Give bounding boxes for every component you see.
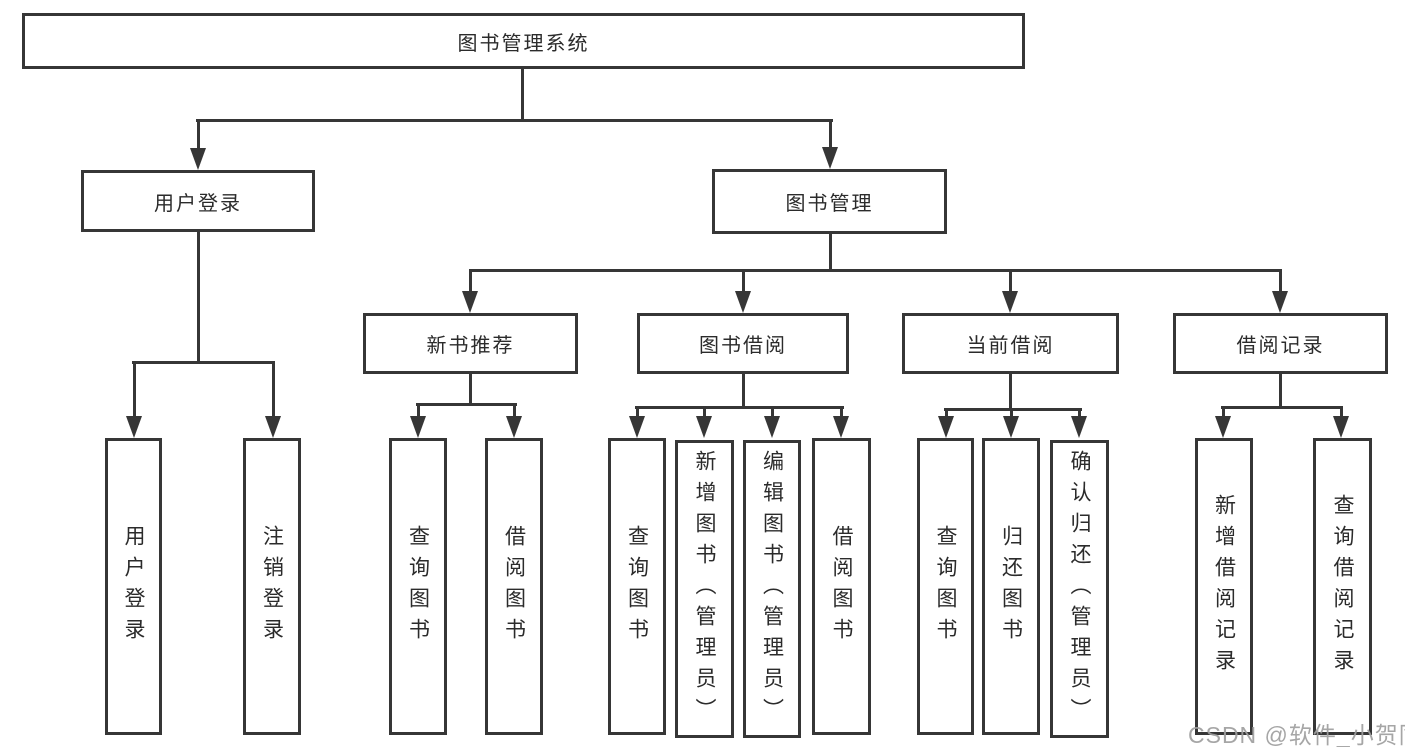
leaf-cb-confirm-return-label: 确认归还（管理员） [1068, 449, 1091, 729]
arrow-down-icon [462, 291, 478, 313]
leaf-bb-query-books: 查询图书 [608, 438, 666, 735]
connector-drop-book-borrow [742, 269, 745, 294]
connector-drop-bb-borrow [840, 406, 843, 418]
leaf-user-login: 用户登录 [105, 438, 162, 735]
leaf-br-query-record-label: 查询借阅记录 [1331, 493, 1354, 680]
leaf-logout-label: 注销登录 [260, 524, 284, 649]
connector-cb-rail [944, 408, 1082, 411]
arrow-down-icon [190, 148, 206, 170]
connector-drop-bb-query [636, 406, 639, 418]
leaf-cb-query-books-label: 查询图书 [934, 524, 957, 649]
connector-rec-rail [416, 403, 517, 406]
arrow-down-icon [938, 416, 954, 438]
connector-drop-current-borrow [1009, 269, 1012, 294]
leaf-rec-query-books: 查询图书 [389, 438, 447, 735]
arrow-down-icon [1071, 416, 1087, 438]
leaf-br-add-record-label: 新增借阅记录 [1212, 493, 1236, 680]
leaf-bb-add-books: 新增图书（管理员） [675, 440, 734, 738]
arrow-down-icon [833, 416, 849, 438]
node-book-borrow: 图书借阅 [637, 313, 849, 374]
connector-rec-stem [469, 373, 472, 406]
node-book-borrow-label: 图书借阅 [699, 335, 787, 357]
node-root: 图书管理系统 [22, 13, 1025, 69]
connector-drop-br-query [1340, 406, 1343, 418]
arrow-down-icon [629, 416, 645, 438]
arrow-down-icon [265, 416, 281, 438]
connector-drop-bb-edit [771, 406, 774, 418]
arrow-down-icon [410, 416, 426, 438]
arrow-down-icon [506, 416, 522, 438]
leaf-br-query-record: 查询借阅记录 [1313, 438, 1372, 735]
node-current-borrow-label: 当前借阅 [966, 335, 1055, 357]
node-current-borrow: 当前借阅 [902, 313, 1119, 374]
connector-cb-stem [1009, 373, 1012, 410]
node-book-mgmt-label: 图书管理 [785, 193, 874, 215]
connector-bb-rail [635, 406, 844, 409]
connector-drop-book-mgmt [829, 119, 832, 150]
leaf-bb-edit-books-label: 编辑图书（管理员） [760, 449, 784, 729]
connector-drop-user-login [197, 119, 200, 151]
connector-drop-cb-query [945, 408, 948, 418]
connector-drop-br-add [1222, 406, 1225, 418]
leaf-rec-borrow-books: 借阅图书 [485, 438, 543, 735]
connector-root-rail [196, 119, 833, 122]
node-new-book-rec: 新书推荐 [363, 313, 578, 374]
connector-br-rail [1221, 406, 1343, 409]
leaf-cb-return-books-label: 归还图书 [999, 524, 1023, 649]
leaf-logout: 注销登录 [243, 438, 301, 735]
leaf-cb-return-books: 归还图书 [982, 438, 1040, 735]
arrow-down-icon [696, 416, 712, 438]
connector-bb-stem [742, 373, 745, 408]
leaf-br-add-record: 新增借阅记录 [1195, 438, 1253, 735]
leaf-bb-edit-books: 编辑图书（管理员） [743, 440, 801, 738]
connector-drop-cb-return [1010, 408, 1013, 418]
connector-drop-leaf-user-login [133, 361, 136, 418]
arrow-down-icon [126, 416, 142, 438]
connector-drop-new-book-rec [469, 269, 472, 294]
connector-root-stem [521, 69, 524, 120]
csdn-watermark: CSDN @软件_小贺同学 [1188, 722, 1405, 747]
arrow-down-icon [1002, 291, 1018, 313]
connector-br-stem [1279, 373, 1282, 408]
connector-mgmt-stem [829, 233, 832, 271]
connector-drop-cb-confirm [1078, 408, 1081, 418]
arrow-down-icon [735, 291, 751, 313]
node-new-book-rec-label: 新书推荐 [426, 335, 515, 357]
connector-user-rail [132, 361, 275, 364]
connector-mgmt-rail [469, 269, 1282, 272]
connector-user-stem [197, 231, 200, 363]
connector-drop-leaf-logout [272, 361, 275, 418]
connector-drop-bb-add [703, 406, 706, 418]
node-borrow-record: 借阅记录 [1173, 313, 1388, 374]
node-user-login-label: 用户登录 [154, 192, 242, 215]
arrow-down-icon [764, 416, 780, 438]
leaf-user-login-label: 用户登录 [122, 524, 145, 649]
node-book-mgmt: 图书管理 [712, 169, 947, 234]
connector-drop-rec-query [417, 403, 420, 418]
leaf-bb-borrow-books-label: 借阅图书 [830, 524, 853, 649]
leaf-cb-query-books: 查询图书 [917, 438, 974, 735]
arrow-down-icon [822, 147, 838, 169]
leaf-bb-borrow-books: 借阅图书 [812, 438, 871, 735]
connector-drop-borrow-record [1279, 269, 1282, 294]
connector-drop-rec-borrow [513, 403, 516, 418]
arrow-down-icon [1003, 416, 1019, 438]
node-borrow-record-label: 借阅记录 [1236, 335, 1325, 357]
leaf-bb-add-books-label: 新增图书（管理员） [693, 449, 716, 729]
node-user-login: 用户登录 [81, 170, 315, 232]
arrow-down-icon [1272, 291, 1288, 313]
leaf-cb-confirm-return: 确认归还（管理员） [1050, 440, 1109, 738]
node-root-label: 图书管理系统 [457, 32, 590, 55]
leaf-rec-borrow-books-label: 借阅图书 [502, 524, 526, 649]
leaf-rec-query-books-label: 查询图书 [406, 524, 430, 649]
arrow-down-icon [1215, 416, 1231, 438]
arrow-down-icon [1333, 416, 1349, 438]
leaf-bb-query-books-label: 查询图书 [625, 524, 649, 649]
